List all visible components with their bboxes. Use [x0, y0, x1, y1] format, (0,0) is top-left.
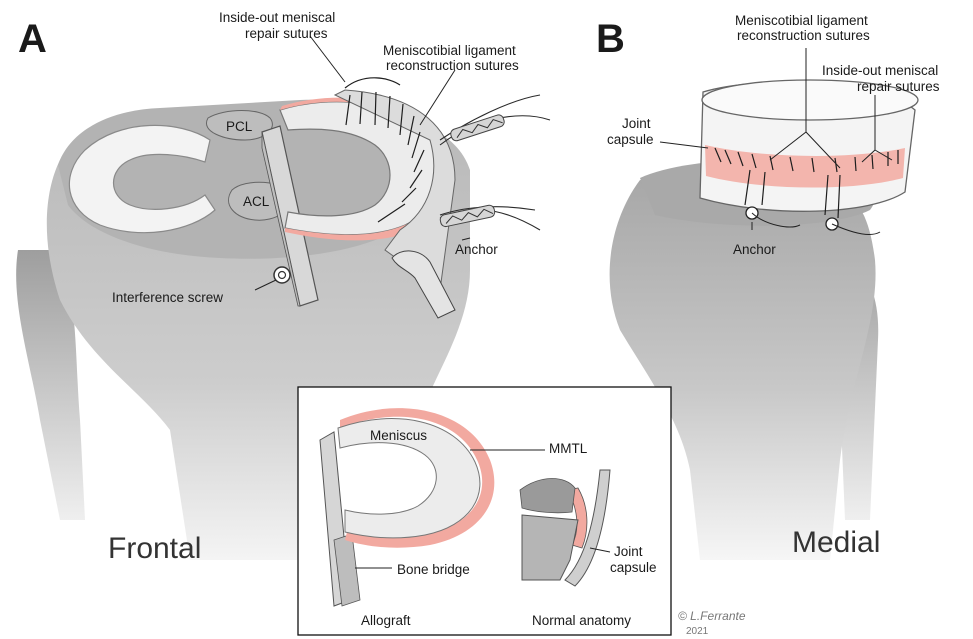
label-inside-out-sutures-a-line2: repair sutures: [245, 26, 328, 41]
view-label-frontal: Frontal: [108, 532, 201, 565]
label-acl: ACL: [243, 194, 270, 209]
inset-label-joint-capsule-line1: Joint: [614, 544, 643, 559]
inset-label-joint-capsule-line2: capsule: [610, 560, 657, 575]
inset-label-allograft: Allograft: [361, 613, 411, 628]
label-mctl-sutures-b-line2: reconstruction sutures: [737, 28, 870, 43]
label-pcl: PCL: [226, 119, 253, 134]
label-interference-screw: Interference screw: [112, 290, 223, 305]
inset-box: [298, 387, 671, 635]
label-inside-out-sutures-b-line2: repair sutures: [857, 79, 940, 94]
artist-signature-year: 2021: [686, 626, 709, 637]
label-joint-capsule-b-line1: Joint: [622, 116, 651, 131]
label-mctl-sutures-b-line1: Meniscotibial ligament: [735, 13, 868, 28]
label-inside-out-sutures-a-line1: Inside-out meniscal: [219, 10, 335, 25]
panel-b-letter: B: [596, 17, 625, 61]
inset-label-normal-anatomy: Normal anatomy: [532, 613, 631, 628]
label-anchor-a: Anchor: [455, 242, 498, 257]
panel-a-letter: A: [18, 17, 47, 61]
label-joint-capsule-b-line2: capsule: [607, 132, 654, 147]
inset-label-mmtl: MMTL: [549, 441, 588, 456]
inset-label-bone-bridge: Bone bridge: [397, 562, 470, 577]
label-anchor-b: Anchor: [733, 242, 776, 257]
artist-signature: © L.Ferrante: [678, 609, 746, 623]
label-inside-out-sutures-b-line1: Inside-out meniscal: [822, 63, 938, 78]
inset-label-meniscus: Meniscus: [370, 428, 427, 443]
label-mctl-sutures-a-line1: Meniscotibial ligament: [383, 43, 516, 58]
label-mctl-sutures-a-line2: reconstruction sutures: [386, 58, 519, 73]
view-label-medial: Medial: [792, 526, 880, 559]
interference-screw-icon: [274, 267, 290, 283]
